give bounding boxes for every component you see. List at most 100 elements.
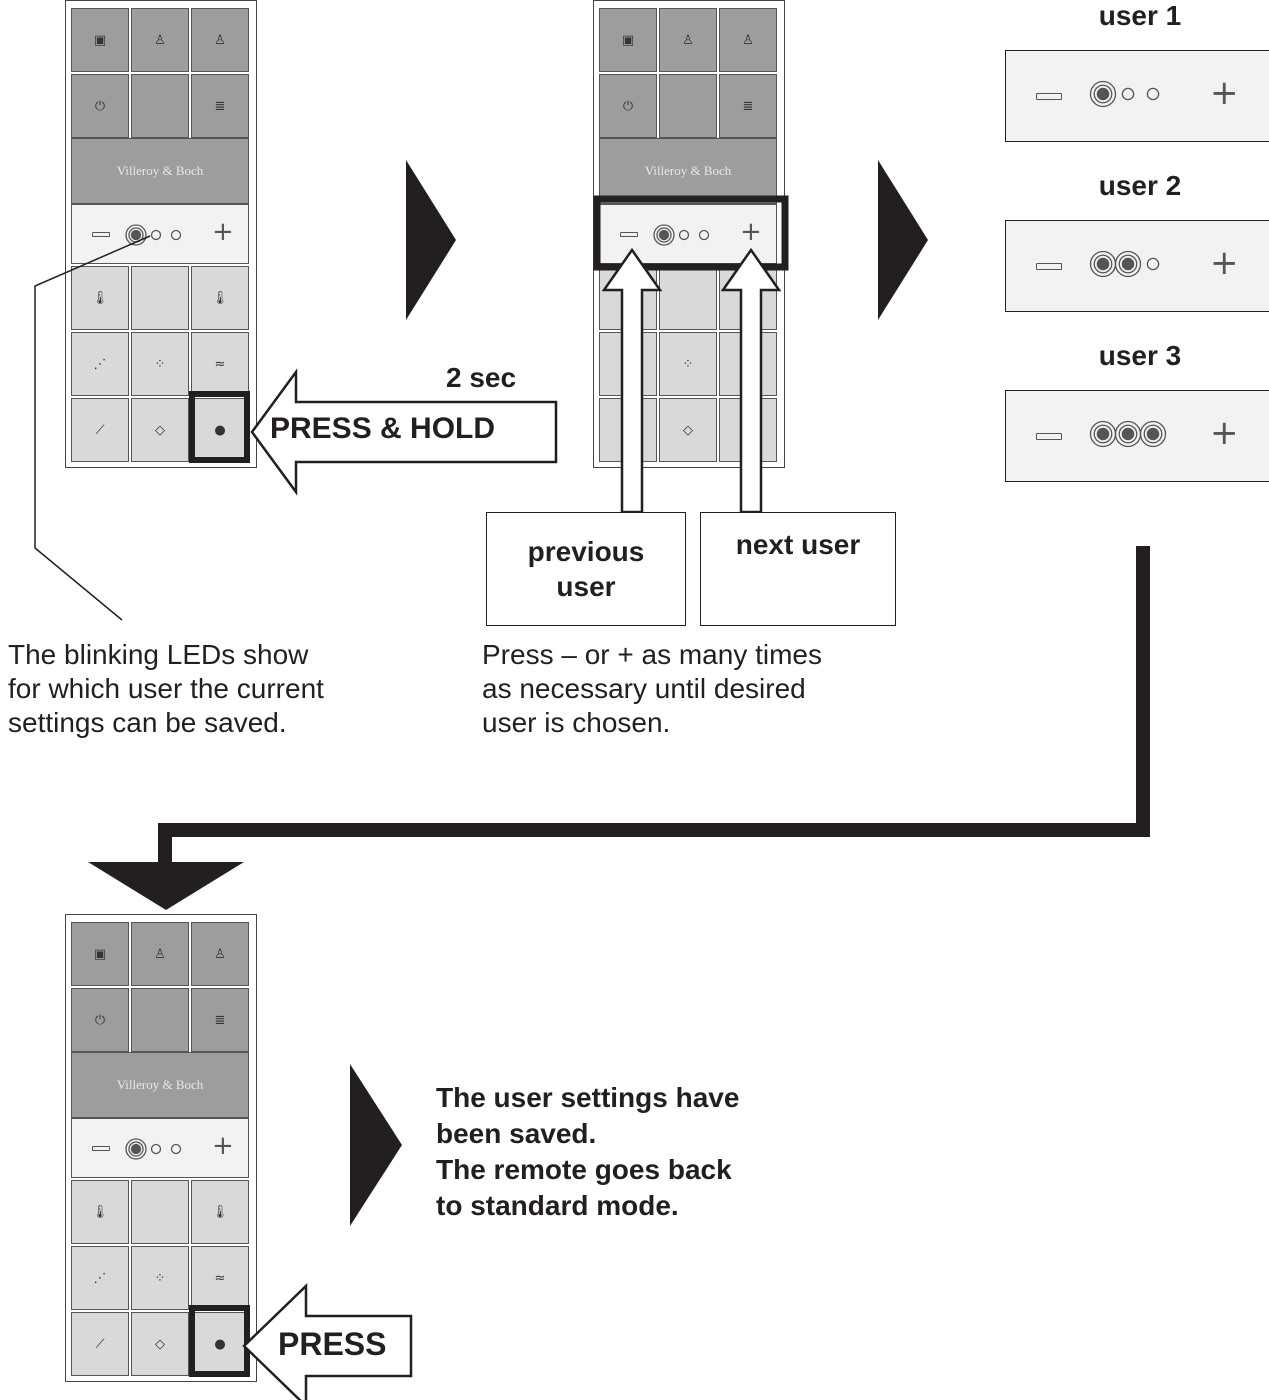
- person-icon: ♙: [214, 32, 226, 48]
- person-standing-button[interactable]: ♙: [659, 8, 717, 72]
- plus-button[interactable]: +: [740, 217, 762, 247]
- dryer-icon: ≈: [214, 1270, 226, 1286]
- square-icon: ▣: [93, 32, 107, 48]
- person-standing-icon: ♙: [154, 32, 166, 48]
- spray-wide-icon: ⁘: [682, 356, 694, 372]
- user-icon: ●: [214, 422, 226, 438]
- spray-icon: ⋰: [93, 1270, 107, 1286]
- wand-button[interactable]: ⟋: [71, 1312, 129, 1376]
- blank-button[interactable]: [131, 74, 189, 138]
- plus-button[interactable]: +: [212, 1131, 234, 1161]
- plus-button[interactable]: +: [1210, 413, 1239, 453]
- wand-icon: ⟋: [95, 422, 105, 438]
- user-title: user 3: [1098, 340, 1182, 371]
- layers-button[interactable]: ≣: [191, 74, 249, 138]
- brand-logo: Villeroy & Boch: [71, 138, 249, 204]
- drop-button[interactable]: ◇: [131, 398, 189, 462]
- person-standing-icon: ♙: [682, 32, 694, 48]
- spray-wide-button[interactable]: ⁘: [131, 332, 189, 396]
- led-leader-line: [34, 235, 151, 621]
- blank-button[interactable]: [131, 266, 189, 330]
- plus-button[interactable]: +: [1210, 243, 1239, 283]
- layers-button[interactable]: ≣: [191, 988, 249, 1052]
- spray-button[interactable]: ⋰: [71, 332, 129, 396]
- led-1: [1089, 80, 1117, 108]
- layers-icon: ≣: [214, 1012, 226, 1028]
- led-indicators: [653, 224, 710, 246]
- power-icon: ⏻: [94, 1012, 106, 1028]
- next-user-arrow: [720, 247, 782, 514]
- temperature-seat-icon: 🌡︎: [211, 290, 229, 306]
- power-button[interactable]: ⏻: [599, 74, 657, 138]
- caption-line: Press – or + as many times: [482, 639, 823, 670]
- power-icon: ⏻: [622, 98, 634, 114]
- temperature-water-button[interactable]: 🌡︎: [71, 1180, 129, 1244]
- step2-caption: Press – or + as many times as necessary …: [482, 638, 822, 740]
- person-icon: ♙: [742, 32, 754, 48]
- result-line: to standard mode.: [436, 1190, 679, 1221]
- led-3: [698, 229, 710, 241]
- person-button[interactable]: ♙: [191, 8, 249, 72]
- remote-body: ▣♙♙⏻≣Villeroy & Boch+🌡︎🌡︎⋰⁘≈⟋◇●: [71, 920, 249, 1376]
- power-button[interactable]: ⏻: [71, 74, 129, 138]
- drop-button[interactable]: ◇: [659, 398, 717, 462]
- square-button[interactable]: ▣: [71, 922, 129, 986]
- led-2: [678, 229, 690, 241]
- minus-button[interactable]: [92, 232, 110, 237]
- previous-user-label: previous user: [486, 512, 686, 626]
- led-3: [170, 229, 182, 241]
- led-2: [1114, 420, 1142, 448]
- temperature-seat-button[interactable]: 🌡︎: [191, 266, 249, 330]
- square-icon: ▣: [621, 32, 635, 48]
- led-indicators: [1089, 420, 1167, 448]
- drop-icon: ◇: [155, 422, 165, 438]
- flow-arrow-head: [88, 862, 244, 910]
- user-panel: +: [1005, 220, 1269, 312]
- square-button[interactable]: ▣: [71, 8, 129, 72]
- spray-button[interactable]: ⋰: [71, 1246, 129, 1310]
- next-step-triangle-3: [350, 1064, 402, 1226]
- person-standing-button[interactable]: ♙: [131, 922, 189, 986]
- temperature-water-button[interactable]: 🌡︎: [71, 266, 129, 330]
- result-line: The remote goes back: [436, 1154, 732, 1185]
- plus-button[interactable]: +: [212, 217, 234, 247]
- led-2: [150, 229, 162, 241]
- person-button[interactable]: ♙: [719, 8, 777, 72]
- blank-button[interactable]: [131, 988, 189, 1052]
- minus-button[interactable]: [1036, 433, 1062, 440]
- press-arrow: [242, 1283, 413, 1400]
- blank-button[interactable]: [659, 74, 717, 138]
- plus-button[interactable]: +: [1210, 73, 1239, 113]
- power-button[interactable]: ⏻: [71, 988, 129, 1052]
- remote-control-step3: ▣♙♙⏻≣Villeroy & Boch+🌡︎🌡︎⋰⁘≈⟋◇●: [65, 914, 257, 1382]
- caption-line: user is chosen.: [482, 707, 671, 738]
- wand-button[interactable]: ⟋: [71, 398, 129, 462]
- user-panel: +: [1005, 390, 1269, 482]
- spray-icon: ⋰: [93, 356, 107, 372]
- user-icon: ●: [214, 1336, 226, 1352]
- led-2: [1114, 250, 1142, 278]
- wand-icon: ⟋: [95, 1336, 105, 1352]
- user-panel: +: [1005, 50, 1269, 142]
- next-step-triangle-1: [406, 160, 456, 320]
- spray-wide-button[interactable]: ⁘: [659, 332, 717, 396]
- led-1: [125, 1138, 147, 1160]
- drop-icon: ◇: [683, 422, 693, 438]
- drop-button[interactable]: ◇: [131, 1312, 189, 1376]
- brand-logo: Villeroy & Boch: [599, 138, 777, 204]
- minus-button[interactable]: [1036, 93, 1062, 100]
- remote-control-step1: ▣♙♙⏻≣Villeroy & Boch+🌡︎🌡︎⋰⁘≈⟋◇●: [65, 0, 257, 468]
- person-standing-icon: ♙: [154, 946, 166, 962]
- person-standing-button[interactable]: ♙: [131, 8, 189, 72]
- minus-button[interactable]: [620, 232, 638, 237]
- spray-wide-button[interactable]: ⁘: [131, 1246, 189, 1310]
- blank-button[interactable]: [131, 1180, 189, 1244]
- layers-button[interactable]: ≣: [719, 74, 777, 138]
- minus-button[interactable]: [92, 1146, 110, 1151]
- minus-button[interactable]: [1036, 263, 1062, 270]
- label-line: previous: [527, 536, 645, 567]
- person-button[interactable]: ♙: [191, 922, 249, 986]
- layers-icon: ≣: [742, 98, 754, 114]
- temperature-seat-button[interactable]: 🌡︎: [191, 1180, 249, 1244]
- square-button[interactable]: ▣: [599, 8, 657, 72]
